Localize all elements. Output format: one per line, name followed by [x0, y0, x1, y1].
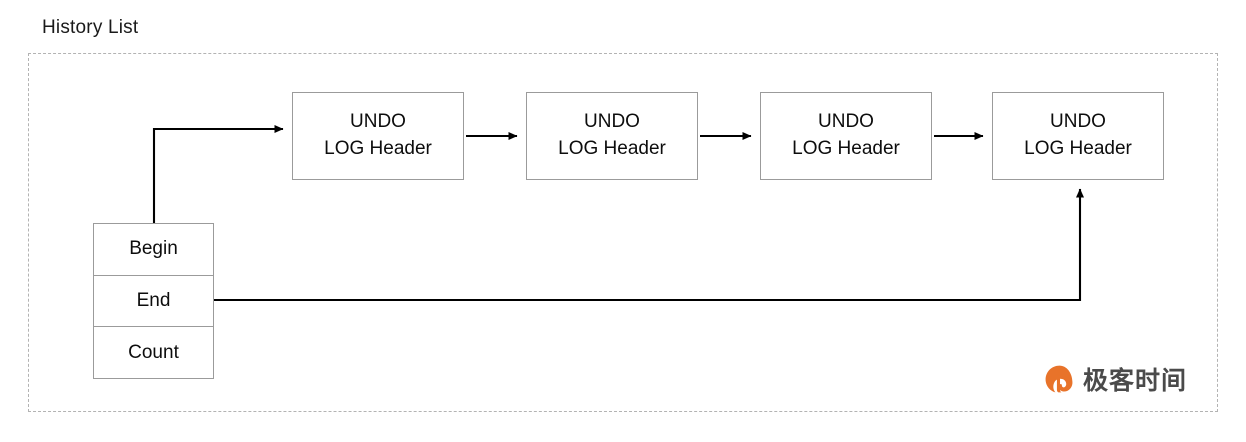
undo-log-node-4-line2: LOG Header [1024, 138, 1132, 159]
undo-log-node-2-line2: LOG Header [558, 138, 666, 159]
undo-log-node-3-line1: UNDO [818, 111, 874, 133]
diagram-title: History List [42, 17, 139, 38]
record-row-begin[interactable]: Begin [94, 224, 213, 276]
brand-name: 极客时间 [1083, 366, 1188, 395]
undo-log-node-1-line2: LOG Header [324, 138, 432, 159]
geektime-logo-icon [1045, 365, 1073, 392]
history-record-table[interactable]: Begin End Count [93, 223, 214, 379]
undo-log-node-3[interactable]: UNDO LOG Header [760, 92, 932, 180]
undo-log-node-3-line2: LOG Header [792, 138, 900, 159]
undo-log-node-4-line1: UNDO [1050, 111, 1106, 133]
record-row-count[interactable]: Count [128, 341, 179, 363]
undo-log-node-1-line1: UNDO [350, 111, 406, 133]
record-row-end[interactable]: End [94, 276, 213, 328]
undo-log-node-1[interactable]: UNDO LOG Header [292, 92, 464, 180]
undo-log-node-4[interactable]: UNDO LOG Header [992, 92, 1164, 180]
undo-log-node-2-line1: UNDO [584, 111, 640, 133]
undo-log-node-2[interactable]: UNDO LOG Header [526, 92, 698, 180]
history-list-container [28, 53, 1218, 412]
brand-watermark: 极客时间 [1043, 361, 1187, 397]
